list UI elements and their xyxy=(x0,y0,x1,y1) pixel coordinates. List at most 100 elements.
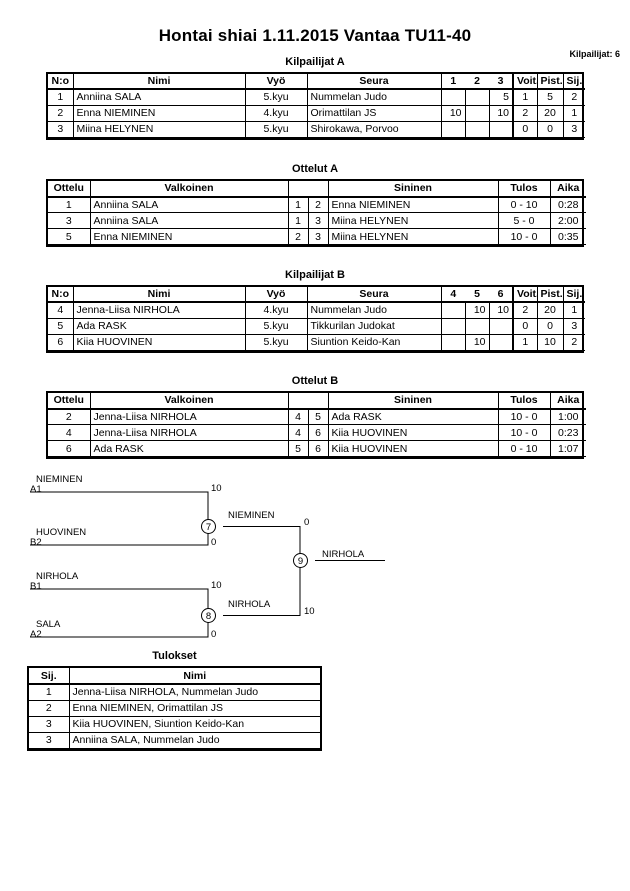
cell-match: 2 xyxy=(48,408,91,425)
table-row: 2 Enna NIEMINEN, Orimattilan JS xyxy=(29,699,320,717)
table-header-row: N:o Nimi Vyö Seura 4 5 6 Voit. Pist. Sij… xyxy=(48,287,585,303)
bracket-entry-score: 10 xyxy=(211,483,222,494)
cell-blue: Kiia HUOVINEN xyxy=(327,440,499,457)
cell-white-no: 5 xyxy=(287,440,309,457)
cell-belt: 5.kyu xyxy=(244,88,308,106)
cell-name: Miina HELYNEN xyxy=(72,120,246,138)
cell-score-6: 10 xyxy=(488,301,514,319)
matches-a-table: Ottelu Valkoinen Sininen Tulos Aika 1 An… xyxy=(46,178,586,247)
bracket-entry-name: NIRHOLA xyxy=(36,571,79,582)
bracket-semifinal-winner: NIRHOLA xyxy=(226,599,273,610)
bracket-entry-name: SALA xyxy=(36,619,61,630)
col-name: Nimi xyxy=(68,668,320,685)
cell-no: 5 xyxy=(48,317,74,335)
cell-wins: 2 xyxy=(512,104,538,122)
results-caption: Tulokset xyxy=(152,650,197,662)
col-opponent-5: 5 xyxy=(465,287,489,303)
results-table: Sij. Nimi 1 Jenna-Liisa NIRHOLA, Nummela… xyxy=(27,666,322,751)
cell-wins: 0 xyxy=(512,120,538,138)
cell-name: Ada RASK xyxy=(72,317,246,335)
cell-club: Nummelan Judo xyxy=(306,301,442,319)
cell-name: Kiia HUOVINEN, Siuntion Keido-Kan xyxy=(68,715,320,733)
table-row: 1 Jenna-Liisa NIRHOLA, Nummelan Judo xyxy=(29,683,320,701)
cell-wins: 0 xyxy=(512,317,538,335)
cell-wins: 2 xyxy=(512,301,538,319)
cell-belt: 5.kyu xyxy=(244,333,308,351)
cell-points: 5 xyxy=(536,88,564,106)
col-blue: Sininen xyxy=(327,180,499,198)
cell-score-3: 10 xyxy=(488,104,514,122)
bracket-entry-score: 10 xyxy=(211,580,222,591)
cell-score-1 xyxy=(440,120,466,138)
cell-match: 4 xyxy=(48,424,91,441)
col-white-no xyxy=(288,180,308,198)
cell-match: 1 xyxy=(48,196,91,213)
col-points: Pist. xyxy=(536,287,564,303)
cell-white: Jenna-Liisa NIRHOLA xyxy=(89,408,289,425)
col-wins: Voit. xyxy=(512,287,538,303)
table-row: 5 Enna NIEMINEN 2 3 Miina HELYNEN 10 - 0… xyxy=(48,228,586,245)
cell-white: Ada RASK xyxy=(89,440,289,457)
cell-name: Anniina SALA, Nummelan Judo xyxy=(68,731,320,749)
cell-time: 2:00 xyxy=(549,212,586,229)
page-title: Hontai shiai 1.11.2015 Vantaa TU11-40 xyxy=(158,26,472,45)
bracket-final-winner: NIRHOLA xyxy=(322,550,365,560)
cell-club: Orimattilan JS xyxy=(306,104,442,122)
cell-blue-no: 3 xyxy=(307,228,329,245)
cell-time: 1:07 xyxy=(549,440,586,457)
cell-wins: 1 xyxy=(512,333,538,351)
bracket-entry-name: NIEMINEN xyxy=(36,474,83,485)
cell-blue-no: 3 xyxy=(307,212,329,229)
cell-time: 0:35 xyxy=(549,228,586,245)
cell-club: Nummelan Judo xyxy=(306,88,442,106)
cell-points: 0 xyxy=(536,120,564,138)
cell-rank: 2 xyxy=(562,333,585,351)
table-row: 3 Kiia HUOVINEN, Siuntion Keido-Kan xyxy=(29,715,320,733)
cell-blue: Miina HELYNEN xyxy=(327,212,499,229)
table-row: 2 Enna NIEMINEN 4.kyu Orimattilan JS 10 … xyxy=(48,104,585,122)
pool-b-table: N:o Nimi Vyö Seura 4 5 6 Voit. Pist. Sij… xyxy=(46,285,585,353)
col-result: Tulos xyxy=(497,392,551,410)
cell-score-6 xyxy=(488,317,514,335)
table-row: 2 Jenna-Liisa NIRHOLA 4 5 Ada RASK 10 - … xyxy=(48,408,586,425)
bracket-line-a2 xyxy=(30,619,209,638)
cell-no: 4 xyxy=(48,301,74,319)
cell-no: 1 xyxy=(48,88,74,106)
col-no: N:o xyxy=(48,74,74,90)
col-wins: Voit. xyxy=(512,74,538,90)
col-rank: Sij. xyxy=(562,287,585,303)
bracket-semifinal-score: 10 xyxy=(304,606,315,617)
cell-white-no: 4 xyxy=(287,424,309,441)
bracket-semifinal-winner: NIEMINEN xyxy=(226,510,277,521)
cell-name: Kiia HUOVINEN xyxy=(72,333,246,351)
cell-match: 3 xyxy=(48,212,91,229)
cell-rank: 3 xyxy=(29,715,70,733)
cell-rank: 2 xyxy=(562,88,585,106)
col-opponent-1: 1 xyxy=(441,74,465,90)
cell-score-4 xyxy=(440,333,466,351)
bracket-line-sf1-out xyxy=(223,525,301,557)
cell-blue: Miina HELYNEN xyxy=(327,228,499,245)
col-name: Nimi xyxy=(72,287,246,303)
col-blue-no xyxy=(308,392,328,410)
table-row: 4 Jenna-Liisa NIRHOLA 4 6 Kiia HUOVINEN … xyxy=(48,424,586,441)
cell-time: 0:28 xyxy=(549,196,586,213)
col-rank: Sij. xyxy=(562,74,585,90)
cell-match: 5 xyxy=(48,228,91,245)
cell-belt: 4.kyu xyxy=(244,104,308,122)
table-header-row: Ottelu Valkoinen Sininen Tulos Aika xyxy=(48,180,586,198)
cell-result: 10 - 0 xyxy=(497,408,551,425)
cell-time: 0:23 xyxy=(549,424,586,441)
bracket-semifinal-score: 0 xyxy=(304,517,310,528)
bracket-entry-seed: B2 xyxy=(30,538,42,546)
cell-white-no: 2 xyxy=(287,228,309,245)
col-match: Ottelu xyxy=(48,392,91,410)
cell-score-5: 10 xyxy=(464,333,490,351)
cell-rank: 1 xyxy=(29,683,70,701)
matches-b-table: Ottelu Valkoinen Sininen Tulos Aika 2 Je… xyxy=(46,390,586,459)
bracket-entry-score: 0 xyxy=(211,629,217,640)
bracket-entry-seed: B1 xyxy=(30,582,42,590)
bracket-line-sf2-out xyxy=(223,564,301,617)
cell-blue: Enna NIEMINEN xyxy=(327,196,499,213)
cell-result: 0 - 10 xyxy=(497,196,551,213)
